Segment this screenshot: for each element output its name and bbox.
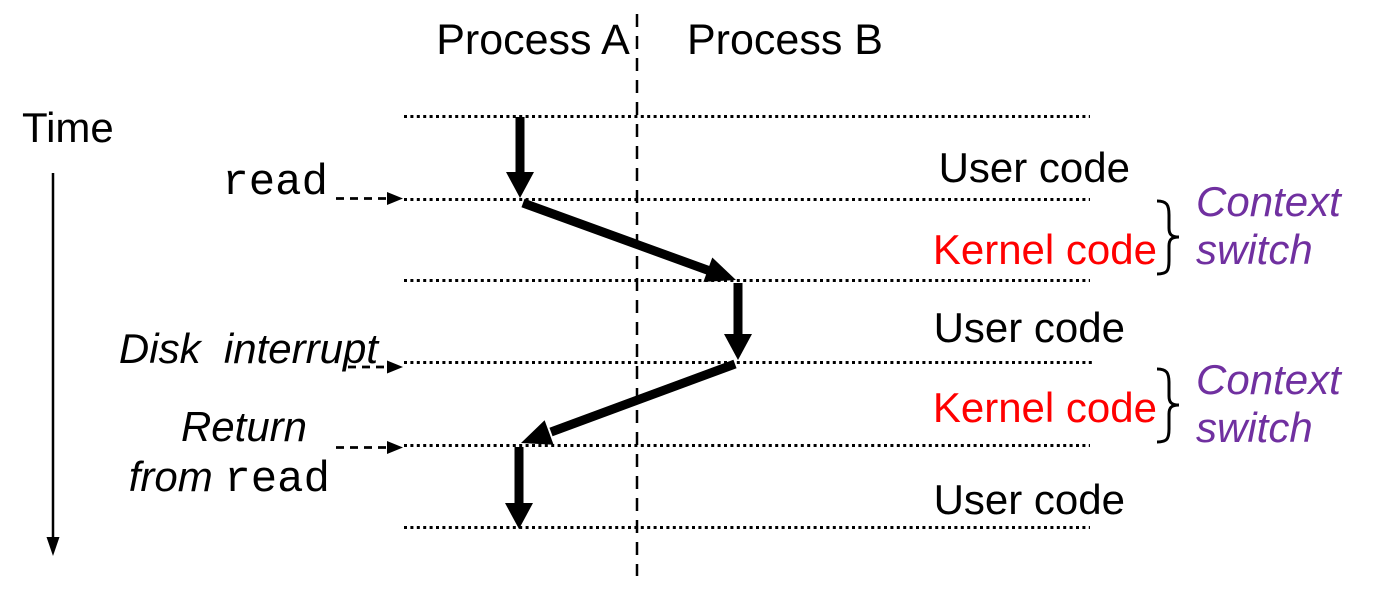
execution-flow-stems	[514, 117, 743, 503]
switch-b-to-a-arrowhead-icon	[521, 420, 554, 445]
process-a-resume-arrowhead-icon	[505, 503, 533, 529]
context-switch-annotation-1: Context switch	[1196, 178, 1341, 274]
return-from-read-label-line2: from read	[90, 453, 330, 505]
return-from-read-from-text: from	[128, 453, 225, 500]
user-code-label-1: User code	[938, 144, 1130, 191]
return-from-read-code-text: read	[224, 455, 330, 505]
context-switch-2-line1: Context	[1196, 356, 1341, 403]
context-switch-braces	[1156, 199, 1180, 444]
context-switch-2-line2: switch	[1196, 404, 1313, 451]
context-switch-brace-2-icon	[1156, 367, 1180, 444]
time-axis-arrowhead-icon	[46, 537, 60, 556]
disk-interrupt-pointer-arrowhead-icon	[387, 360, 403, 374]
switch-b-to-a-stem	[549, 359, 737, 437]
switch-a-to-b-stem	[521, 198, 712, 276]
process-b-header: Process B	[687, 16, 883, 64]
event-pointer-arrowheads	[387, 192, 403, 454]
read-pointer-arrowhead-icon	[387, 192, 403, 205]
disk-interrupt-label: Disk interrupt	[118, 325, 378, 372]
execution-flow-arrowheads	[505, 172, 752, 529]
return-pointer-arrowhead-icon	[387, 441, 403, 454]
context-switch-brace-1-icon	[1156, 199, 1180, 276]
user-code-label-3: User code	[933, 476, 1125, 523]
time-axis-arrow	[46, 173, 60, 556]
process-a-header: Process A	[436, 16, 630, 64]
kernel-code-label-2: Kernel code	[932, 384, 1157, 431]
time-axis-label: Time	[22, 104, 114, 151]
user-code-label-2: User code	[933, 304, 1125, 351]
process-b-user-run-arrowhead-icon	[724, 334, 752, 360]
event-pointer-lines	[336, 197, 387, 449]
context-switch-annotation-2: Context switch	[1196, 356, 1341, 452]
kernel-code-label-1: Kernel code	[932, 226, 1157, 273]
return-from-read-label-line1: Return	[180, 403, 308, 450]
process-a-user-run-arrowhead-icon	[506, 172, 534, 198]
read-syscall-label: read	[222, 158, 328, 208]
context-switch-1-line2: switch	[1196, 226, 1313, 273]
switch-a-to-b-arrowhead-icon	[703, 257, 736, 282]
timeline-boundary-lines	[404, 115, 1092, 529]
context-switch-1-line1: Context	[1196, 178, 1341, 225]
